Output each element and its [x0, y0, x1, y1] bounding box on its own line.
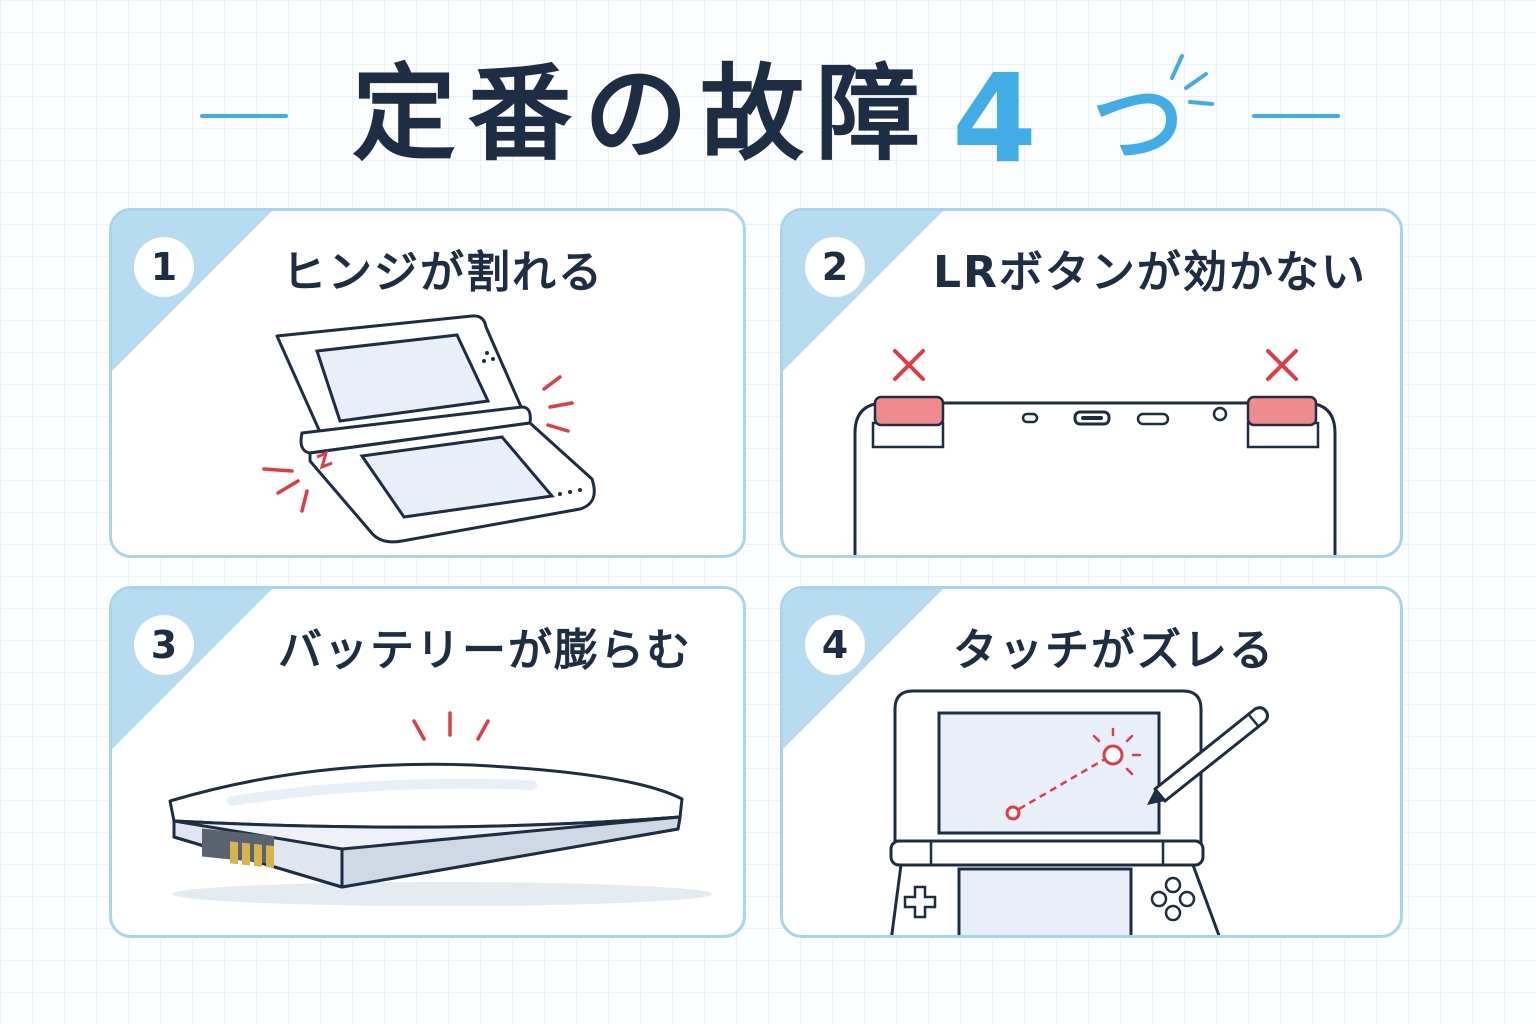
- card-number: 4: [805, 615, 865, 675]
- card-number: 1: [134, 237, 194, 297]
- sparkle-icon: [1170, 54, 1214, 106]
- title-right-line: [1252, 114, 1340, 118]
- card-lr-buttons: 2 LRボタンが効かない: [780, 208, 1403, 558]
- card-label: タッチがズレる: [953, 625, 1275, 676]
- hinge-crack-illustration: [262, 314, 596, 544]
- page-title: 定番の故障: [352, 53, 933, 175]
- card-touch: 4 タッチがズレる: [780, 586, 1403, 938]
- stylus-icon: [1147, 706, 1269, 805]
- card-number: 2: [805, 237, 865, 297]
- card-number: 3: [134, 615, 194, 675]
- close-icon: [1266, 349, 1298, 381]
- card-hinge: 1 ヒンジが割れる: [109, 208, 746, 558]
- card-label: ヒンジが割れる: [282, 247, 604, 298]
- title-number: 4: [952, 48, 1037, 190]
- swollen-battery-illustration: [168, 711, 712, 906]
- card-label: バッテリーが膨らむ: [278, 625, 692, 676]
- shoulder-buttons-illustration: [853, 349, 1337, 555]
- card-battery: 3 バッテリーが膨らむ: [109, 586, 746, 938]
- touch-offset-illustration: [889, 689, 1269, 935]
- title-left-line: [200, 114, 288, 118]
- title-counter: つ: [1092, 70, 1185, 177]
- card-label: LRボタンが効かない: [933, 247, 1367, 298]
- close-icon: [893, 349, 925, 381]
